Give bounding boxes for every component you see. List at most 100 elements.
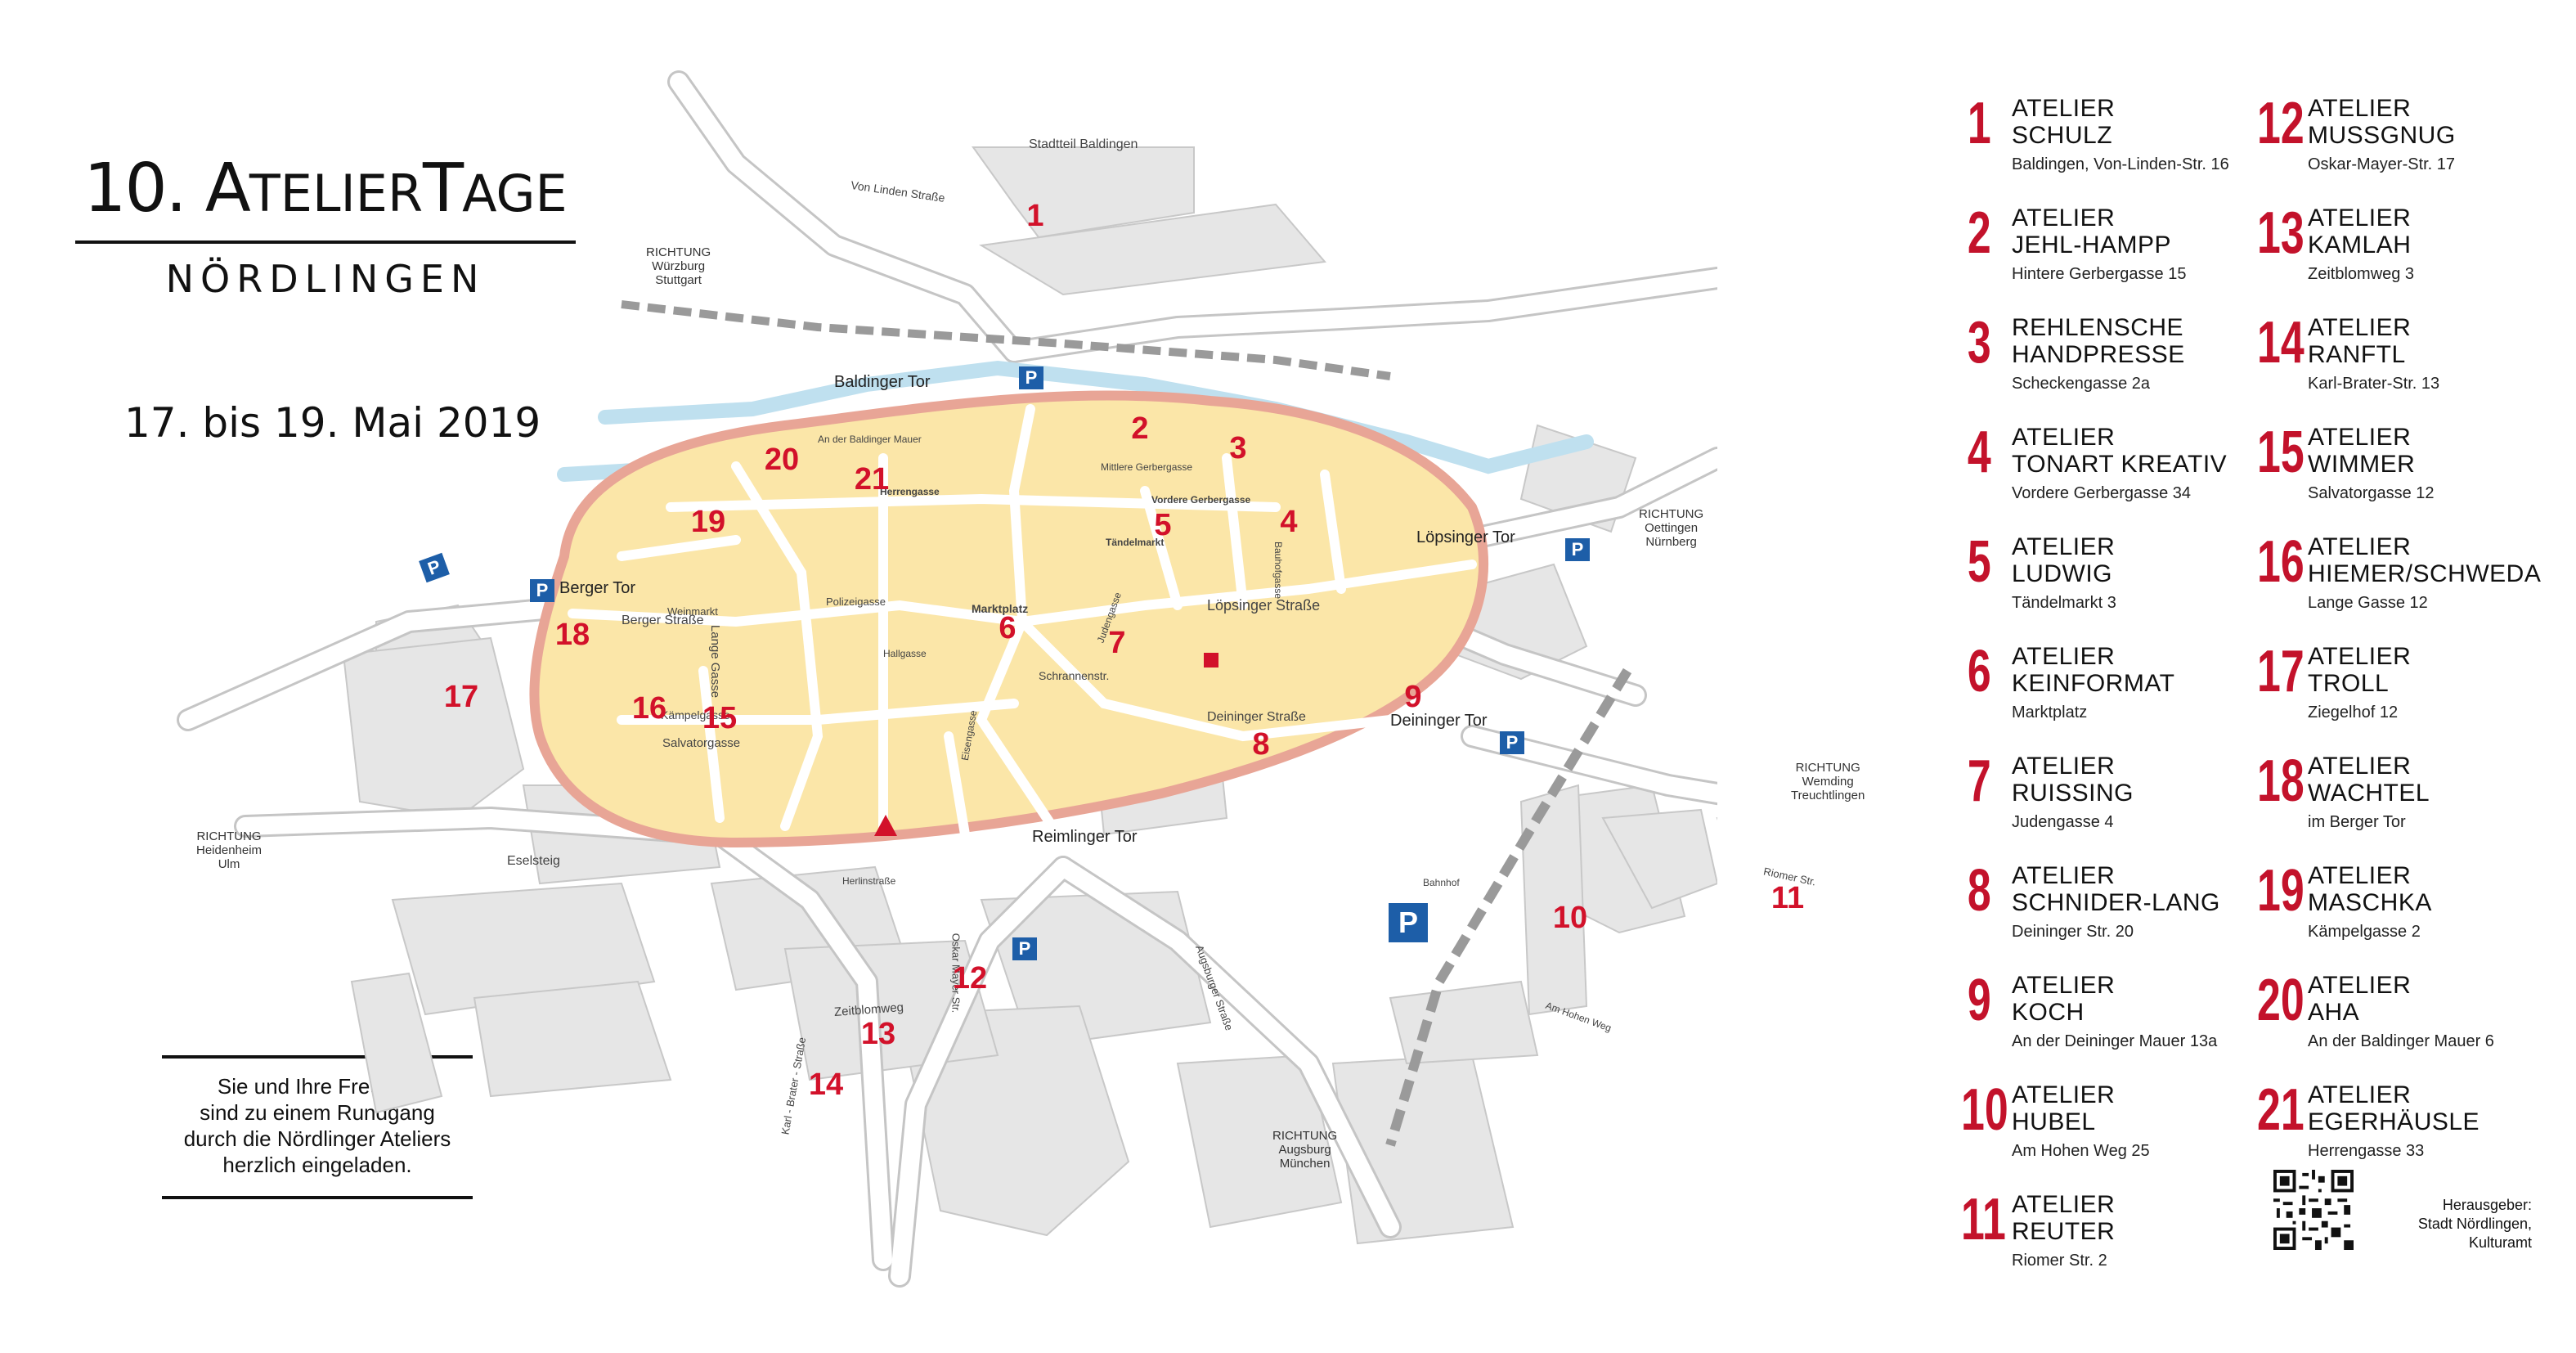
atelier-marker-14[interactable]: 14: [808, 1068, 844, 1102]
legend-number: 3: [1967, 310, 1991, 375]
street-label: Herlinstraße: [842, 875, 896, 887]
legend-number: 10: [1961, 1077, 2008, 1143]
street-label: Deininger Straße: [1207, 710, 1306, 724]
atelier-marker-11[interactable]: 11: [1770, 881, 1805, 915]
title-word-t-rest: AGE: [462, 164, 568, 223]
atelier-marker-12[interactable]: 12: [952, 961, 988, 996]
legend-address: Vordere Gerbergasse 34: [2012, 484, 2192, 502]
legend-number: 11: [1961, 1187, 2006, 1252]
atelier-marker-16[interactable]: 16: [631, 691, 667, 726]
legend-name-line: REHLENSCHE: [2012, 314, 2184, 341]
atelier-marker-20[interactable]: 20: [764, 443, 800, 477]
legend-number: 9: [1967, 968, 1991, 1033]
publisher-line: Herausgeber:: [2442, 1197, 2532, 1213]
street-label: Vordere Gerbergasse: [1151, 494, 1251, 506]
legend-name-line: ATELIER: [2308, 205, 2412, 231]
qr-code-icon[interactable]: [2273, 1170, 2354, 1250]
atelier-marker-17[interactable]: 17: [443, 680, 479, 714]
invitation-line: durch die Nördlinger Ateliers: [183, 1126, 451, 1151]
legend-number: 21: [2257, 1077, 2304, 1143]
direction-heidenheim: RICHTUNG Heidenheim Ulm: [196, 829, 262, 871]
direction-city: Treuchtlingen: [1791, 789, 1865, 802]
legend-name-line: AHA: [2308, 999, 2360, 1026]
atelier-marker-6[interactable]: 6: [999, 611, 1016, 645]
atelier-marker-8[interactable]: 8: [1252, 727, 1270, 762]
street-label: Löpsinger Straße: [1207, 597, 1321, 614]
atelier-marker-19[interactable]: 19: [690, 505, 726, 539]
atelier-marker-15[interactable]: 15: [702, 701, 738, 735]
atelier-marker-10[interactable]: 10: [1552, 901, 1588, 935]
legend-number: 16: [2257, 529, 2304, 595]
direction-city: Wemding: [1802, 775, 1854, 789]
atelier-marker-4[interactable]: 4: [1280, 505, 1298, 539]
legend-name-line: ATELIER: [2308, 314, 2412, 341]
atelier-marker-1[interactable]: 1: [1026, 199, 1044, 233]
direction-city: München: [1279, 1157, 1331, 1171]
legend-address: Baldingen, Von-Linden-Str. 16: [2012, 155, 2229, 173]
district-label: Stadtteil Baldingen: [1029, 137, 1138, 151]
direction-label: RICHTUNG: [1639, 507, 1704, 521]
event-title: 10. ATELIERTAGE: [75, 155, 576, 223]
legend-number: 17: [2257, 639, 2304, 704]
atelier-marker-9[interactable]: 9: [1404, 680, 1422, 714]
legend-name-line: JEHL-HAMPP: [2012, 231, 2172, 258]
atelier-marker-5[interactable]: 5: [1154, 508, 1172, 542]
legend-name-line: ATELIER: [2308, 643, 2412, 670]
landmark-square: [1204, 653, 1218, 668]
legend-name-line: TROLL: [2308, 670, 2390, 697]
legend-name-line: ATELIER: [2308, 533, 2412, 560]
legend-name-line: ATELIER: [2012, 862, 2116, 889]
legend-address: Kämpelgasse 2: [2308, 923, 2421, 941]
publisher-line: Kulturamt: [2468, 1234, 2532, 1251]
atelier-marker-3[interactable]: 3: [1229, 431, 1247, 465]
street-label: Tändelmarkt: [1106, 537, 1165, 548]
atelier-marker-2[interactable]: 2: [1131, 411, 1149, 446]
atelier-marker-21[interactable]: 21: [854, 462, 890, 497]
direction-wuerzburg: RICHTUNG Würzburg Stuttgart: [646, 245, 711, 287]
legend-name-line: LUDWIG: [2012, 560, 2112, 587]
legend-name-line: RANFTL: [2308, 341, 2406, 368]
legend-name-line: ATELIER: [2308, 424, 2412, 451]
legend-name-line: ATELIER: [2308, 753, 2412, 780]
legend-address: Lange Gasse 12: [2308, 594, 2428, 612]
legend-name-line: ATELIER: [2012, 753, 2116, 780]
legend-name-line: KAMLAH: [2308, 231, 2412, 258]
legend-name-line: TONART KREATIV: [2012, 451, 2228, 478]
direction-city: Nürnberg: [1645, 535, 1697, 549]
gate-baldinger: Baldinger Tor: [834, 373, 931, 391]
atelier-marker-13[interactable]: 13: [860, 1017, 896, 1051]
atelier-marker-18[interactable]: 18: [554, 618, 590, 652]
legend-address: Oskar-Mayer-Str. 17: [2308, 155, 2456, 173]
legend-name-line: ATELIER: [2012, 1191, 2116, 1218]
atelier-marker-7[interactable]: 7: [1108, 626, 1126, 660]
direction-city: Stuttgart: [655, 273, 702, 287]
legend-number: 2: [1967, 200, 1991, 266]
direction-label: RICHTUNG: [1272, 1129, 1338, 1143]
